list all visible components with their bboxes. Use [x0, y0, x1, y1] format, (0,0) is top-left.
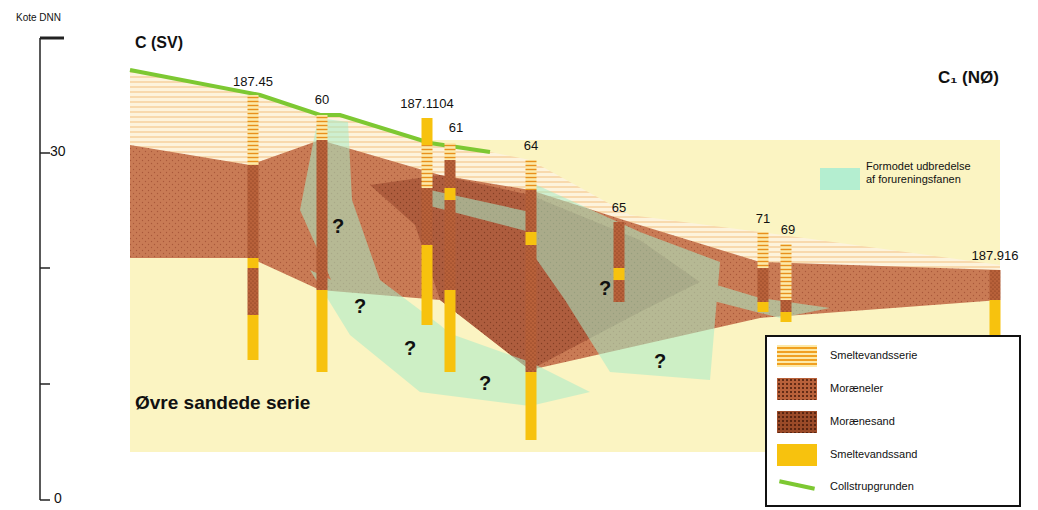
borehole-segment — [781, 244, 792, 300]
legend-swatch — [820, 168, 860, 190]
borehole-segment — [422, 245, 433, 325]
borehole-segment — [758, 232, 769, 268]
borehole-number: 60 — [315, 93, 329, 108]
axis-value: 30 — [50, 143, 66, 159]
collstrup-ground — [130, 70, 490, 152]
borehole-segment — [422, 145, 433, 188]
layer-name: Øvre sandede serie — [135, 392, 310, 414]
contaminant-plume — [300, 118, 830, 406]
borehole-number: 64 — [524, 139, 538, 154]
borehole-segment — [526, 245, 537, 372]
borehole-segment — [317, 140, 328, 290]
borehole-number: 187.45 — [233, 75, 273, 90]
borehole-number: 65 — [612, 201, 626, 216]
borehole-segment — [445, 160, 456, 188]
borehole-segment — [614, 268, 625, 280]
borehole-segment — [758, 268, 769, 302]
legend-swatch — [777, 444, 817, 466]
legend-swatch — [777, 378, 817, 400]
legend-text: Smeltevandsserie — [830, 349, 917, 362]
legend-swatch — [777, 411, 817, 433]
legend-swatch — [777, 345, 817, 367]
borehole-number: 71 — [756, 212, 770, 227]
elevation-axis — [40, 38, 64, 500]
borehole-segment — [526, 232, 537, 245]
borehole-segment — [248, 315, 259, 360]
borehole-segment — [614, 280, 625, 302]
borehole-number: 187.1104 — [400, 97, 453, 112]
legend-text: Collstrupgrunden — [830, 480, 914, 493]
borehole-segment — [781, 312, 792, 322]
borehole-segment — [317, 290, 328, 372]
borehole-segment — [990, 300, 1001, 340]
borehole-segment — [445, 143, 456, 160]
uncertainty-mark: ? — [404, 337, 416, 360]
borehole-number: 187.916 — [972, 249, 1019, 264]
borehole-segment — [248, 258, 259, 268]
borehole-segment — [422, 188, 433, 245]
borehole-segment — [422, 118, 433, 145]
borehole-number: 61 — [449, 121, 463, 136]
uncertainty-mark: ? — [354, 295, 366, 318]
borehole-segment — [248, 268, 259, 315]
uncertainty-mark: ? — [599, 277, 611, 300]
borehole-segment — [445, 188, 456, 200]
borehole-segment — [526, 372, 537, 440]
borehole-number: 69 — [781, 223, 795, 238]
borehole-segment — [445, 200, 456, 290]
borehole-segment — [758, 302, 769, 312]
legend-text: Formodet udbredelse af forureningsfanen — [866, 160, 978, 186]
borehole-segment — [614, 222, 625, 268]
borehole-segment — [445, 290, 456, 372]
uncertainty-mark: ? — [479, 372, 491, 395]
borehole-segment — [248, 165, 259, 258]
uncertainty-mark: ? — [332, 215, 344, 238]
axis-value: 0 — [54, 490, 62, 506]
axis-title: Kote DNN — [16, 12, 61, 24]
borehole-segment — [526, 160, 537, 190]
borehole-segment — [317, 115, 328, 140]
section-end: C (SV) — [135, 34, 183, 52]
legend-text: Morænesand — [830, 415, 895, 428]
legend-text: Moræneler — [830, 382, 883, 395]
borehole-segment — [990, 270, 1001, 300]
section-end: C₁ (NØ) — [938, 68, 999, 88]
borehole-segment — [781, 300, 792, 312]
legend-text: Smeltevandssand — [830, 448, 917, 461]
borehole-segment — [526, 190, 537, 232]
uncertainty-mark: ? — [654, 350, 666, 373]
borehole-segment — [248, 95, 259, 165]
